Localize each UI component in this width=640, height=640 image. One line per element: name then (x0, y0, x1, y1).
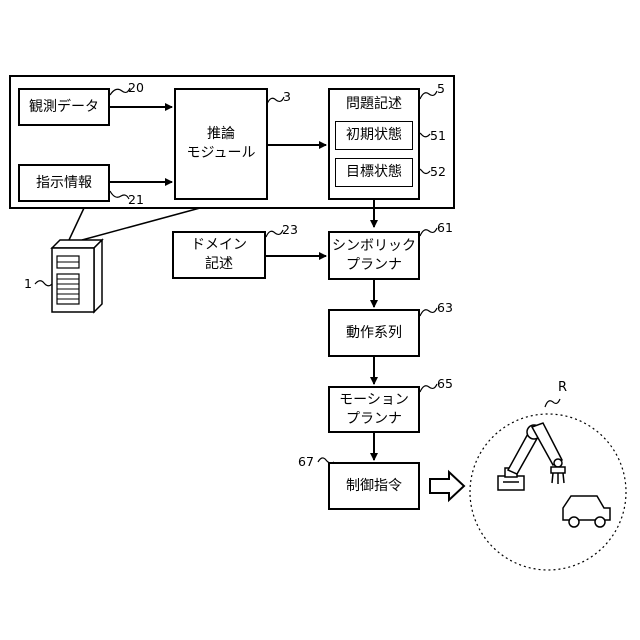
leader-robot (545, 399, 560, 407)
problem-description-label: 問題記述 (346, 95, 402, 114)
ref-inference: 3 (283, 89, 291, 104)
domain-description-label-line1: ドメイン (191, 236, 247, 255)
ref-symbolic: 61 (437, 220, 453, 235)
ref-device: 1 (24, 276, 32, 291)
ref-goal-state: 52 (430, 164, 446, 179)
instruction-info-label: 指示情報 (36, 174, 92, 193)
vehicle-icon (563, 496, 610, 527)
motion-planner-label-line2: プランナ (346, 410, 402, 429)
leader-symbolic (420, 228, 437, 236)
initial-state-label: 初期状態 (346, 126, 402, 145)
control-command-label: 制御指令 (346, 477, 402, 496)
observation-data-box: 観測データ (18, 88, 110, 126)
symbolic-planner-label-line2: プランナ (346, 256, 402, 275)
action-sequence-box: 動作系列 (328, 309, 420, 357)
ref-control: 67 (298, 454, 314, 469)
ref-action-sequence: 63 (437, 300, 453, 315)
leader-motion (420, 384, 437, 392)
leader-instruction (110, 191, 129, 199)
goal-state-label: 目標状態 (346, 163, 402, 182)
domain-description-box: ドメイン 記述 (172, 231, 266, 279)
inference-module-box: 推論 モジュール (174, 88, 268, 200)
motion-planner-label-line1: モーション (339, 391, 409, 410)
goal-state-box: 目標状態 (335, 158, 413, 187)
leader-inference (267, 97, 284, 104)
leader-domain (266, 230, 283, 237)
symbolic-planner-box: シンボリック プランナ (328, 231, 420, 280)
leader-observation (110, 88, 130, 95)
instruction-info-box: 指示情報 (18, 164, 110, 202)
ref-robot: R (558, 380, 567, 395)
motion-planner-box: モーション プランナ (328, 386, 420, 433)
leader-problem (420, 91, 437, 99)
initial-state-box: 初期状態 (335, 121, 413, 150)
ref-motion: 65 (437, 376, 453, 391)
robot-arm-icon (498, 423, 565, 490)
leader-action (420, 308, 437, 316)
ref-problem: 5 (437, 81, 445, 96)
action-sequence-label: 動作系列 (346, 324, 402, 343)
leader-device (35, 281, 52, 286)
domain-description-label-line2: 記述 (205, 255, 233, 274)
ref-initial-state: 51 (430, 128, 446, 143)
inference-module-label-line1: 推論 (207, 125, 235, 144)
symbolic-planner-label-line1: シンボリック (332, 237, 416, 256)
control-command-box: 制御指令 (328, 462, 420, 510)
inference-module-label-line2: モジュール (186, 144, 255, 163)
observation-data-label: 観測データ (29, 98, 99, 117)
ref-instruction: 21 (128, 192, 144, 207)
ref-observation: 20 (128, 80, 144, 95)
hollow-arrow-to-robot (430, 472, 464, 500)
ref-domain: 23 (282, 222, 298, 237)
